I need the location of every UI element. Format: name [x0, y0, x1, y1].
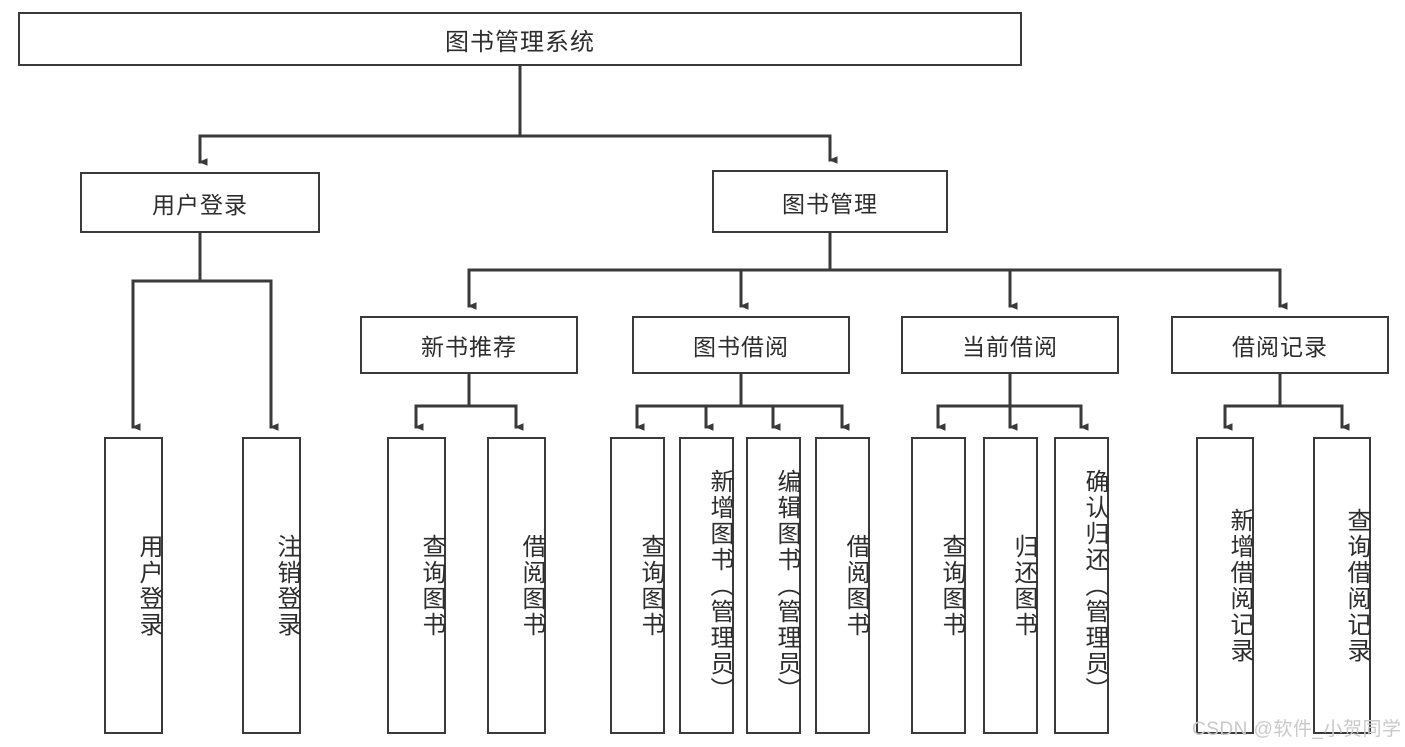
leaf-node[interactable]: 查询图书 — [911, 437, 966, 734]
node-current-borrow[interactable]: 当前借阅 — [901, 316, 1119, 374]
node-label: 图书管理 — [782, 190, 878, 217]
node-label: 图书管理系统 — [445, 28, 595, 56]
node-label: 注销登录 — [273, 533, 300, 638]
node-root-system[interactable]: 图书管理系统 — [18, 12, 1022, 66]
leaf-node[interactable]: 新增借阅记录 — [1196, 437, 1254, 734]
leaf-node[interactable]: 用户登录 — [104, 437, 163, 734]
node-label: 确认归还（管理员） — [1081, 468, 1108, 703]
node-borrow-record[interactable]: 借阅记录 — [1171, 316, 1389, 374]
node-label: 图书借阅 — [693, 334, 789, 360]
leaf-node[interactable]: 查询图书 — [387, 437, 446, 734]
node-label: 新增图书（管理员） — [706, 468, 733, 703]
leaf-node[interactable]: 归还图书 — [983, 437, 1038, 734]
node-label: 借阅记录 — [1232, 334, 1328, 360]
node-new-book-recommend[interactable]: 新书推荐 — [360, 316, 578, 374]
leaf-node[interactable]: 借阅图书 — [487, 437, 546, 734]
node-user-login[interactable]: 用户登录 — [80, 172, 320, 233]
leaf-node[interactable]: 注销登录 — [242, 437, 301, 734]
node-label: 借阅图书 — [518, 533, 545, 638]
node-label: 用户登录 — [135, 533, 162, 638]
leaf-node[interactable]: 确认归还（管理员） — [1054, 437, 1109, 734]
node-label: 查询图书 — [418, 533, 445, 638]
leaf-node[interactable]: 编辑图书（管理员） — [746, 437, 801, 734]
leaf-node[interactable]: 借阅图书 — [815, 437, 870, 734]
node-label: 查询图书 — [938, 533, 965, 638]
leaf-node[interactable]: 新增图书（管理员） — [679, 437, 734, 734]
node-label: 新增借阅记录 — [1226, 507, 1253, 664]
node-label: 编辑图书（管理员） — [773, 468, 800, 703]
csdn-watermark: CSDN @软件_小贺同学 — [1192, 719, 1402, 740]
node-label: 用户登录 — [152, 191, 248, 218]
leaf-node[interactable]: 查询图书 — [610, 437, 665, 734]
node-label: 归还图书 — [1010, 533, 1037, 638]
node-label: 当前借阅 — [962, 334, 1058, 360]
node-label: 新书推荐 — [421, 334, 517, 360]
leaf-node[interactable]: 查询借阅记录 — [1313, 437, 1371, 734]
node-label: 查询借阅记录 — [1343, 507, 1370, 664]
node-label: 借阅图书 — [842, 533, 869, 638]
node-book-borrow[interactable]: 图书借阅 — [632, 316, 850, 374]
node-label: 查询图书 — [637, 533, 664, 638]
node-book-management[interactable]: 图书管理 — [712, 170, 948, 233]
